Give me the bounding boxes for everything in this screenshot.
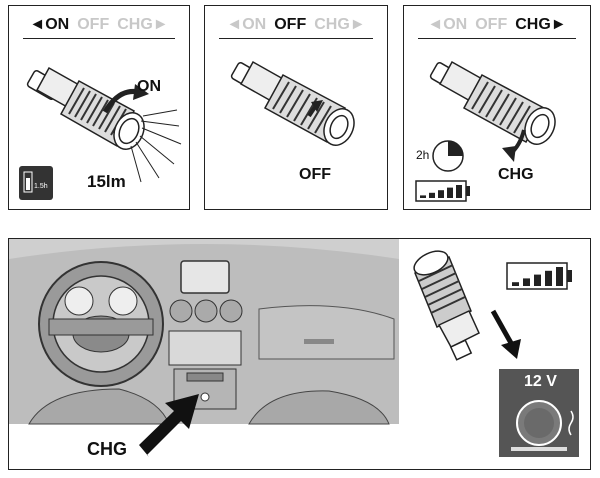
battery-bar [545,270,552,286]
mode-chg: CHG► [117,16,169,33]
mode-selector: ◄ON OFF CHG► [404,14,590,36]
mode-chg: CHG► [515,16,567,33]
mode-off: OFF [475,16,508,33]
battery-bar [438,190,444,198]
action-label: OFF [299,166,331,183]
panel-car-charging: CHG 12 V [8,238,591,470]
socket-voltage-label: 12 V [524,373,557,390]
mode-selector: ◄ON OFF CHG► [205,14,387,36]
battery-bar [556,267,563,286]
time-label: 2h [416,148,430,162]
battery-bar [429,192,435,198]
mode-on: ◄ON [427,16,468,33]
mode-underline [219,38,373,39]
mode-off: OFF [274,16,307,33]
mode-underline [418,38,576,39]
mode-underline [23,38,175,39]
action-label: CHG [498,166,534,183]
battery-bar [447,187,453,198]
flashlight-on-illustration [19,66,182,200]
flashlight-off-illustration [230,60,355,146]
battery-bar [523,278,530,286]
car-dashboard-illustration [9,239,399,457]
panel-on: ◄ON OFF CHG► [8,5,190,210]
lumen-output: 15lm [87,172,126,191]
mode-on: ◄ON [29,16,70,33]
battery-time-badge: 1.5h [34,183,48,190]
battery-bar [512,282,519,286]
battery-bar [456,185,462,198]
mode-off: OFF [77,16,110,33]
mode-chg: CHG► [314,16,366,33]
panel-chg: ◄ON OFF CHG► 2h CHG [403,5,591,210]
panel-off: ◄ON OFF CHG► OFF [204,5,388,210]
plug-label: CHG [87,439,127,459]
plug-into-socket-illustration [413,250,579,457]
battery-bar [420,195,426,198]
mode-on: ◄ON [226,16,267,33]
action-label: ON [137,78,161,95]
battery-bar [534,274,541,286]
mode-selector: ◄ON OFF CHG► [9,14,189,36]
flashlight-chg-illustration [415,60,556,202]
